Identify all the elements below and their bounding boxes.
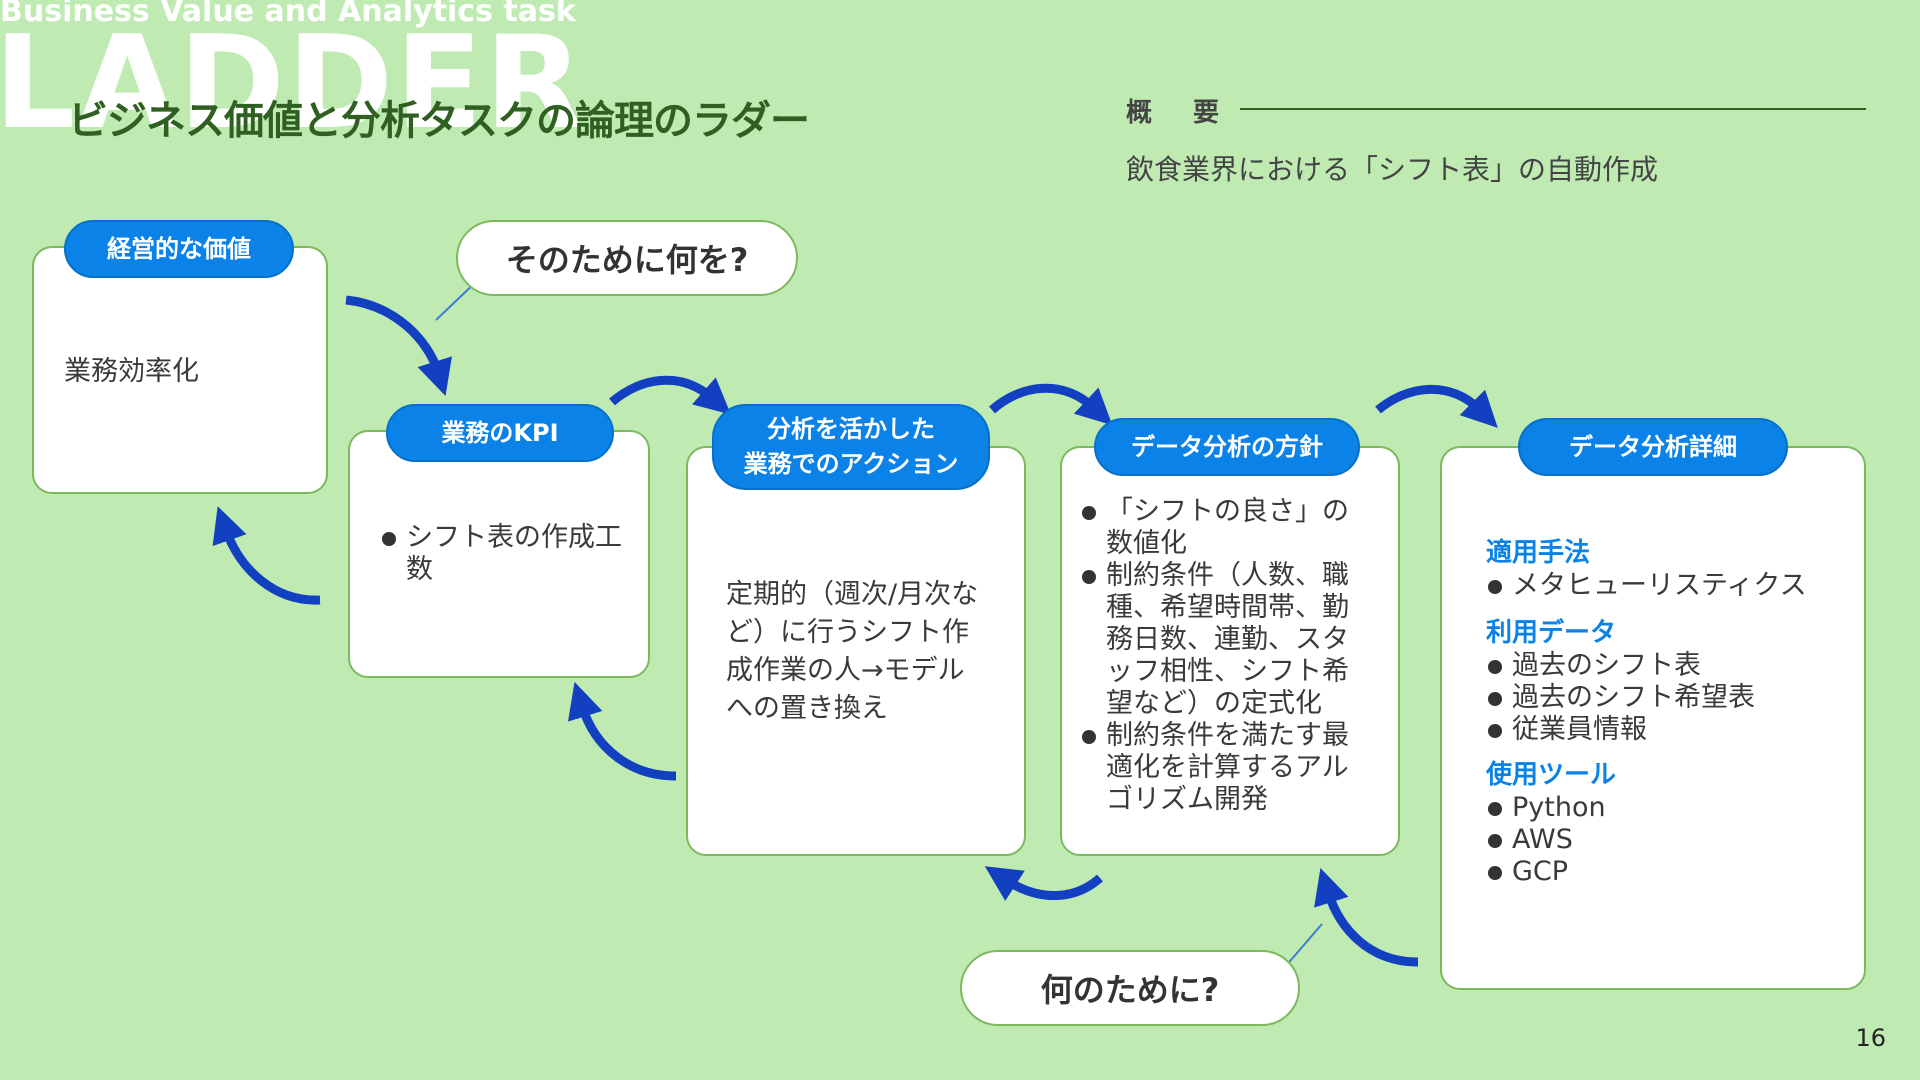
overview-label: 概 要 <box>1126 98 1236 128</box>
step-policy-box <box>1060 446 1400 856</box>
watermark-ladder: LADDER <box>0 9 586 158</box>
step-detail-label: データ分析詳細 <box>1518 418 1788 476</box>
overview-text: 飲食業界における「シフト表」の自動作成 <box>1126 153 1659 186</box>
list-item: 「シフトの良さ」の数値化 <box>1080 496 1366 560</box>
step-kpi-bullets: シフト表の作成工数 <box>380 522 630 586</box>
subtitle-en: Business Value and Analytics task <box>0 0 576 29</box>
list-item: GCP <box>1486 856 1846 888</box>
step-policy-bullets: 「シフトの良さ」の数値化 制約条件（人数、職種、希望時間帯、勤務日数、連勤、スタ… <box>1080 496 1366 816</box>
step-action-text: 定期的（週次/月次など）に行うシフト作成作業の人→モデルへの置き換え <box>726 579 979 724</box>
list-item: メタヒューリスティクス <box>1486 570 1846 602</box>
detail-data-list: 過去のシフト表 過去のシフト希望表 従業員情報 <box>1486 650 1846 746</box>
step-action-label-line2: 業務でのアクション <box>743 450 959 478</box>
list-item: 制約条件（人数、職種、希望時間帯、勤務日数、連勤、スタッフ相性、シフト希望など）… <box>1080 560 1366 720</box>
step-action-box <box>686 446 1026 856</box>
step-action-label-line1: 分析を活かした <box>767 415 935 444</box>
step-kpi-box <box>348 430 650 678</box>
detail-method-list: メタヒューリスティクス <box>1486 570 1846 602</box>
arrow-policy-to-detail <box>1375 384 1498 428</box>
list-item: 過去のシフト表 <box>1486 650 1846 682</box>
detail-heading-data: 利用データ <box>1486 618 1617 648</box>
arrow-action-to-policy <box>989 383 1113 426</box>
list-item: シフト表の作成工数 <box>380 522 630 586</box>
question-top: そのために何を? <box>456 220 798 296</box>
detail-heading-method: 適用手法 <box>1486 538 1591 568</box>
arrow-action-back-to-kpi <box>568 681 677 781</box>
question-bottom: 何のために? <box>960 950 1300 1026</box>
arrow-kpi-back-to-value <box>212 506 321 605</box>
arrow-kpi-to-action <box>609 375 731 415</box>
list-item: Python <box>1486 792 1846 824</box>
arrow-detail-back-to-policy <box>1314 867 1419 967</box>
step-action-label: 分析を活かした 業務でのアクション <box>712 404 990 490</box>
list-item: AWS <box>1486 824 1846 856</box>
step-policy-label: データ分析の方針 <box>1094 418 1360 476</box>
step-kpi-label: 業務のKPI <box>386 404 614 462</box>
detail-heading-tools: 使用ツール <box>1486 760 1617 790</box>
page-title: ビジネス価値と分析タスクの論理のラダー <box>68 98 810 144</box>
arrow-value-to-kpi <box>345 295 452 397</box>
step-detail-box <box>1440 446 1866 990</box>
detail-tools-list: Python AWS GCP <box>1486 792 1846 888</box>
list-item: 制約条件を満たす最適化を計算するアルゴリズム開発 <box>1080 720 1366 816</box>
step-value-box <box>32 246 328 494</box>
step-value-text: 業務効率化 <box>64 356 199 387</box>
page-number: 16 <box>1855 1024 1886 1052</box>
list-item: 従業員情報 <box>1486 714 1846 746</box>
arrow-policy-back-to-action <box>984 866 1103 901</box>
list-item: 過去のシフト希望表 <box>1486 682 1846 714</box>
overview-divider <box>1240 108 1866 110</box>
step-detail-content: 適用手法 メタヒューリスティクス 利用データ 過去のシフト表 過去のシフト希望表… <box>1486 536 1846 888</box>
step-value-label: 経営的な価値 <box>64 220 294 278</box>
